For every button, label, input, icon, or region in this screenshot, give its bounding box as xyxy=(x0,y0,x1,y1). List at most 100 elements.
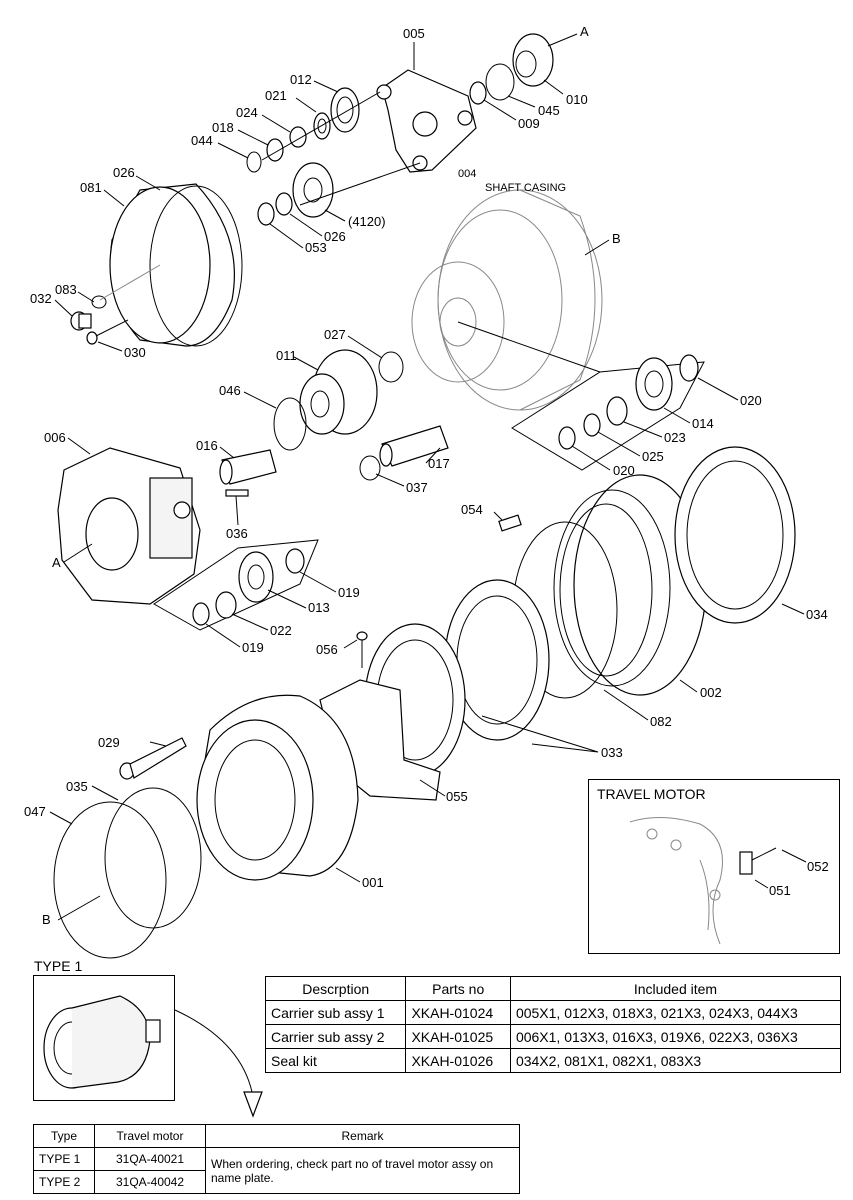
callout-b-bottom: B xyxy=(42,912,51,927)
callout-047: 047 xyxy=(24,804,46,819)
callout-035: 035 xyxy=(66,779,88,794)
spring-pin-054 xyxy=(498,514,522,532)
callout-020-left: 020 xyxy=(613,463,635,478)
hub-001 xyxy=(196,694,359,881)
callout-034: 034 xyxy=(806,607,828,622)
cover-004 xyxy=(109,183,243,347)
cell-parts-no: XKAH-01025 xyxy=(405,1024,511,1049)
washer-026-mid xyxy=(275,192,293,216)
washer-020-left xyxy=(558,426,576,450)
callout-045: 045 xyxy=(538,103,560,118)
cell-description: Carrier sub assy 1 xyxy=(264,1000,407,1025)
cell-parts-no: XKAH-01026 xyxy=(405,1048,511,1073)
callout-005: 005 xyxy=(403,26,425,41)
travel-motor-title: TRAVEL MOTOR xyxy=(597,786,706,802)
callout-032: 032 xyxy=(30,291,52,306)
washer-026-top xyxy=(469,81,487,105)
o-ring-035 xyxy=(104,787,202,929)
callout-020-right: 020 xyxy=(740,393,762,408)
snap-ring-037 xyxy=(359,455,381,481)
header-parts-no: Parts no xyxy=(405,976,511,1001)
type1-motor-thumbnail xyxy=(43,995,161,1089)
travel-motor-sketch xyxy=(629,816,807,945)
callout-083: 083 xyxy=(55,282,77,297)
callout-001: 001 xyxy=(362,875,384,890)
spring-pin-036 xyxy=(225,489,249,497)
callout-024: 024 xyxy=(236,105,258,120)
callout-016: 016 xyxy=(196,438,218,453)
table-row: Carrier sub assy 2 XKAH-01025 006X1, 013… xyxy=(264,1024,842,1049)
shaft-casing-label: 004 xyxy=(458,168,476,180)
washer-018 xyxy=(266,138,284,162)
header-description: Descrption xyxy=(264,976,407,1001)
callout-018: 018 xyxy=(212,120,234,135)
bolt-029 xyxy=(119,737,187,780)
table-row: Carrier sub assy 1 XKAH-01024 005X1, 012… xyxy=(264,1000,842,1025)
callout-014: 014 xyxy=(692,416,714,431)
callout-a-top: A xyxy=(580,24,589,39)
cell-remark: When ordering, check part no of travel m… xyxy=(205,1147,520,1194)
callout-a-left: A xyxy=(52,555,61,570)
cell-parts-no: XKAH-01024 xyxy=(405,1000,511,1025)
callout-022: 022 xyxy=(270,623,292,638)
snap-ring-027 xyxy=(378,351,404,383)
header-included-item: Included item xyxy=(509,976,842,1001)
o-ring-083 xyxy=(91,295,107,309)
pin-016 xyxy=(219,449,277,485)
cell-type: TYPE 1 xyxy=(33,1147,95,1171)
table-row: TYPE 1 31QA-40021 When ordering, check p… xyxy=(33,1147,520,1194)
pin-017 xyxy=(379,425,449,467)
callout-026-top: 009 xyxy=(518,116,540,131)
sun-gear-011 xyxy=(299,349,378,435)
needle-bearing-022 xyxy=(215,591,237,619)
o-ring-046 xyxy=(273,397,307,451)
callout-030: 030 xyxy=(124,345,146,360)
nameplate-arrow xyxy=(174,1009,253,1093)
washer-053 xyxy=(257,202,275,226)
header-travel-motor: Travel motor xyxy=(94,1124,206,1148)
callout-011: 011 xyxy=(276,348,297,363)
type-table-header: Type Travel motor Remark xyxy=(33,1124,520,1148)
bolt-030 xyxy=(86,319,129,345)
plug-032 xyxy=(70,311,92,331)
type1-label: TYPE 1 xyxy=(34,958,83,974)
o-ring-047 xyxy=(53,801,167,959)
shaft-casing-number: SHAFT CASING xyxy=(485,182,566,194)
snap-ring-044 xyxy=(246,151,262,173)
callout-002: 002 xyxy=(700,685,722,700)
floating-seal-034 xyxy=(674,446,796,624)
washer-019-right xyxy=(285,548,305,574)
callout-052: 052 xyxy=(807,859,829,874)
shaft-casing-4120 xyxy=(411,189,603,411)
housing-002 xyxy=(553,474,707,696)
callout-004: 081 xyxy=(80,180,102,195)
callout-017: 017 xyxy=(428,456,450,471)
callout-013: 013 xyxy=(308,600,330,615)
callout-056: 056 xyxy=(316,642,338,657)
callout-023: 023 xyxy=(664,430,686,445)
callout-054: 054 xyxy=(461,502,483,517)
callout-012: 012 xyxy=(290,72,312,87)
cell-included-item: 005X1, 012X3, 018X3, 021X3, 024X3, 044X3 xyxy=(509,1000,842,1025)
carrier-006 xyxy=(57,447,201,605)
cell-type: TYPE 2 xyxy=(33,1170,95,1194)
washer-024 xyxy=(289,126,307,148)
callout-019-right: 019 xyxy=(338,585,360,600)
parts-table-header: Descrption Parts no Included item xyxy=(264,976,842,1001)
travel-motor-panel: TRAVEL MOTOR 052 051 xyxy=(588,779,840,954)
callout-046: 046 xyxy=(219,383,241,398)
callout-025: 025 xyxy=(642,449,664,464)
callout-010: 010 xyxy=(566,92,588,107)
washer-025 xyxy=(583,413,601,437)
parts-table: Descrption Parts no Included item Carrie… xyxy=(264,976,842,1073)
callout-037: 037 xyxy=(406,480,428,495)
bolt-056 xyxy=(356,631,368,668)
callout-036: 036 xyxy=(226,526,248,541)
callout-044: 044 xyxy=(191,133,213,148)
planet-gear-012 xyxy=(330,87,360,133)
callout-053: 053 xyxy=(305,240,327,255)
planet-gear-013 xyxy=(238,551,274,603)
callout-033: 033 xyxy=(601,745,623,760)
cell-travel-motor: 31QA-40021 xyxy=(94,1147,206,1171)
